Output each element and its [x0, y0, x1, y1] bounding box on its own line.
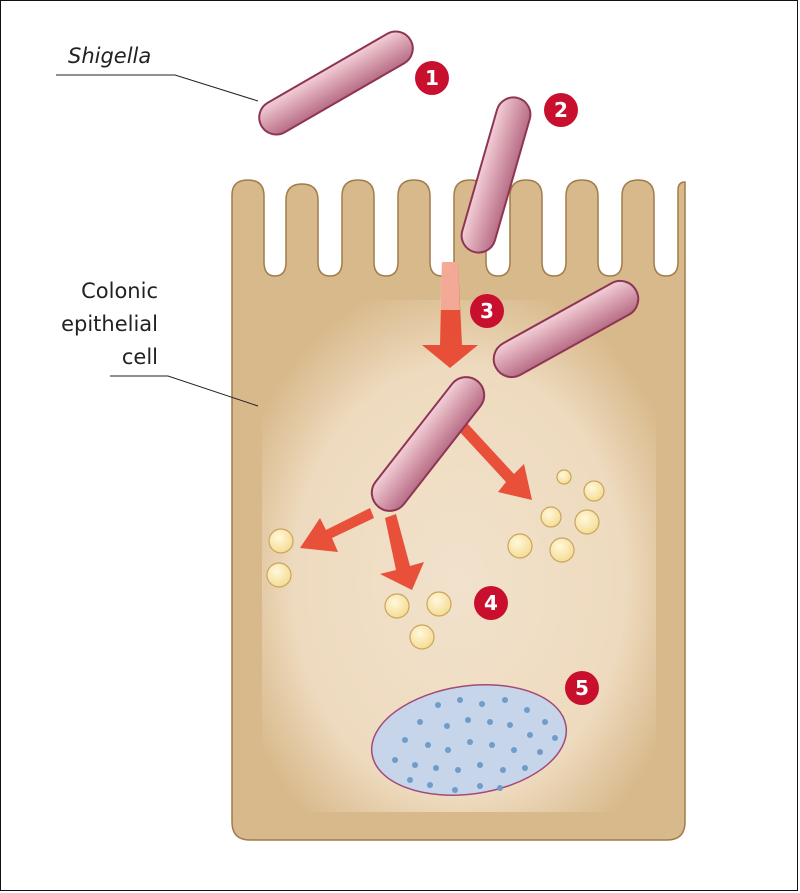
bacterium-2	[460, 96, 532, 254]
step-badge-1: 1	[415, 61, 449, 95]
cell-label-line2: epithelial	[61, 312, 158, 336]
bacterium-4	[370, 376, 486, 512]
svg-text:1: 1	[425, 66, 439, 90]
chromatin-dots	[392, 697, 558, 793]
step-badge-2: 2	[544, 93, 578, 127]
vesicle	[549, 537, 575, 563]
vesicle	[507, 533, 533, 559]
vesicle	[574, 509, 600, 535]
vesicle	[266, 562, 292, 588]
svg-text:3: 3	[480, 299, 494, 323]
shigella-leader-line	[56, 74, 259, 102]
svg-text:5: 5	[575, 676, 589, 700]
vesicle	[556, 469, 572, 485]
secretion-arrows	[300, 262, 532, 590]
leader-lines	[56, 74, 259, 407]
cell-label-line3: cell	[122, 345, 158, 369]
shigella-label: Shigella	[68, 44, 151, 68]
shigella-bacteria	[258, 30, 640, 512]
vesicle	[540, 506, 562, 528]
vesicle	[409, 624, 435, 650]
cell-label-line1: Colonic	[81, 279, 158, 303]
bacterium-3	[492, 279, 640, 379]
step-badge-5: 5	[565, 671, 599, 705]
vesicle	[583, 480, 605, 502]
arrow-entry	[422, 262, 478, 368]
vesicle	[384, 593, 410, 619]
svg-text:2: 2	[554, 98, 568, 122]
cell-leader-line	[110, 375, 259, 407]
arrow-left	[300, 508, 374, 552]
arrow-down	[380, 514, 424, 590]
svg-text:4: 4	[484, 591, 498, 615]
step-badge-3: 3	[470, 294, 504, 328]
arrow-right	[458, 422, 532, 500]
vesicle	[426, 591, 452, 617]
bacterium-1	[258, 30, 414, 136]
step-badge-4: 4	[474, 586, 508, 620]
nucleus	[370, 684, 568, 796]
vesicle	[268, 528, 294, 554]
vesicles	[266, 469, 605, 650]
cytoplasm	[262, 300, 656, 812]
